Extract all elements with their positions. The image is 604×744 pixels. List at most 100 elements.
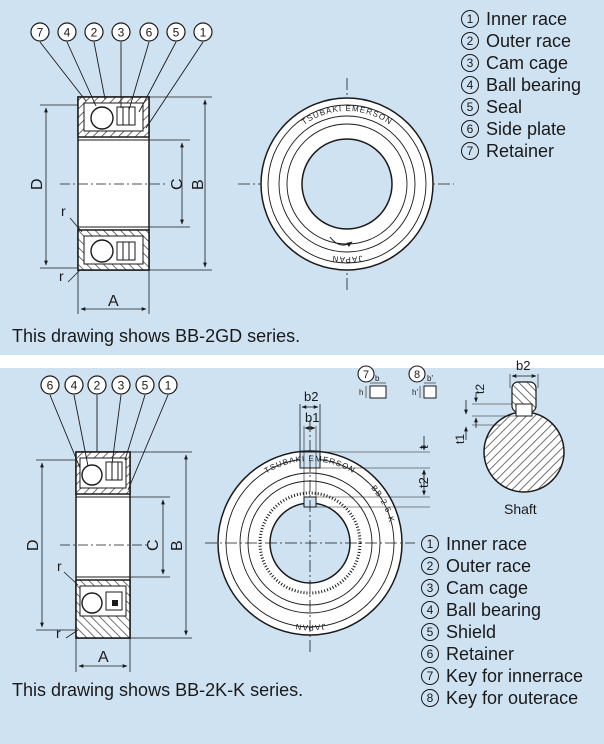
bottom-front-view bbox=[205, 404, 430, 655]
key-inner-b: b bbox=[375, 374, 380, 383]
legend-label: Key for innerrace bbox=[446, 666, 584, 686]
top-dim-c: C bbox=[169, 178, 186, 190]
legend-number: 7 bbox=[461, 142, 479, 160]
legend-item: 8 Key for outerace bbox=[421, 687, 583, 709]
top-callout: 5 bbox=[173, 26, 180, 40]
bottom-callout: 6 bbox=[47, 379, 54, 393]
legend-label: Retainer bbox=[446, 644, 515, 664]
bottom-callouts bbox=[49, 394, 169, 491]
legend-label: Inner race bbox=[486, 9, 568, 29]
bottom-callout: 1 bbox=[165, 379, 172, 393]
top-callout: 4 bbox=[64, 26, 71, 40]
legend-bb-2gd: 1 Inner race 2 Outer race 3 Cam cage 4 Ball … bbox=[461, 8, 581, 162]
legend-item: 7 Key for innerrace bbox=[421, 665, 583, 687]
legend-label: Retainer bbox=[486, 141, 555, 161]
shaft-dim-b2: b2 bbox=[516, 358, 530, 373]
top-ring-origin: JAPAN bbox=[331, 254, 363, 265]
legend-number: 3 bbox=[421, 579, 439, 597]
legend-label: Key for outerace bbox=[446, 688, 579, 708]
legend-item: 5 Shield bbox=[421, 621, 583, 643]
legend-label: Cam cage bbox=[446, 578, 529, 598]
legend-number: 5 bbox=[421, 623, 439, 641]
legend-number: 4 bbox=[421, 601, 439, 619]
top-ball-lower bbox=[90, 239, 114, 263]
top-dim-d: D bbox=[29, 178, 46, 190]
legend-label: Side plate bbox=[486, 119, 567, 139]
bottom-dim-a: A bbox=[98, 649, 109, 666]
legend-number: 1 bbox=[461, 10, 479, 28]
bottom-callout: 2 bbox=[94, 379, 101, 393]
caption-bb-2k-k: This drawing shows BB-2K-K series. bbox=[12, 680, 304, 700]
key-inner-h: h bbox=[359, 388, 363, 397]
key-outer-b: b' bbox=[427, 374, 433, 383]
top-ball-upper bbox=[90, 106, 114, 130]
shaft-dim-t1: t1 bbox=[453, 434, 467, 444]
key-symbols bbox=[357, 365, 437, 399]
legend-label: Ball bearing bbox=[486, 75, 582, 95]
top-dim-b: B bbox=[190, 179, 207, 190]
bottom-dim-r1: r bbox=[57, 558, 62, 574]
shaft-dim-t2: t2 bbox=[473, 384, 487, 394]
legend-label: Inner race bbox=[446, 534, 528, 554]
bottom-dim-d: D bbox=[25, 539, 42, 551]
legend-number: 7 bbox=[421, 667, 439, 685]
legend-item: 5 Seal bbox=[461, 96, 581, 118]
caption-bb-2gd: This drawing shows BB-2GD series. bbox=[12, 326, 301, 346]
top-callout: 7 bbox=[37, 26, 44, 40]
bottom-section-view bbox=[36, 451, 192, 672]
legend-item: 7 Retainer bbox=[461, 140, 581, 162]
legend-item: 3 Cam cage bbox=[461, 52, 581, 74]
legend-label: Cam cage bbox=[486, 53, 569, 73]
top-section-view bbox=[40, 96, 212, 314]
dim-t: t bbox=[416, 445, 431, 449]
shaft-label: Shaft bbox=[504, 501, 537, 517]
legend-label: Shield bbox=[446, 622, 497, 642]
bottom-callout: 3 bbox=[118, 379, 125, 393]
legend-label: Ball bearing bbox=[446, 600, 542, 620]
bottom-callout: 5 bbox=[142, 379, 149, 393]
bottom-ring-origin: JAPAN bbox=[294, 622, 326, 632]
key-outer-num: 8 bbox=[414, 369, 420, 381]
legend-number: 5 bbox=[461, 98, 479, 116]
dim-t2: t2 bbox=[416, 477, 431, 488]
top-callouts bbox=[39, 41, 204, 129]
top-front-view bbox=[238, 78, 454, 292]
legend-item: 2 Outer race bbox=[461, 30, 581, 52]
legend-number: 6 bbox=[461, 120, 479, 138]
legend-label: Seal bbox=[486, 97, 523, 117]
legend-item: 4 Ball bearing bbox=[421, 599, 583, 621]
top-dim-r2: r bbox=[59, 268, 64, 284]
top-dim-r1: r bbox=[61, 203, 66, 219]
legend-label: Outer race bbox=[486, 31, 572, 51]
bottom-dim-r2: r bbox=[56, 625, 61, 641]
legend-number: 2 bbox=[461, 32, 479, 50]
panel-divider bbox=[0, 355, 604, 368]
bottom-dim-b: B bbox=[169, 540, 186, 551]
legend-item: 4 Ball bearing bbox=[461, 74, 581, 96]
bottom-dim-c: C bbox=[145, 539, 162, 551]
top-dim-a: A bbox=[108, 293, 119, 310]
legend-number: 8 bbox=[421, 689, 439, 707]
bottom-callout-labels bbox=[40, 375, 178, 395]
top-callout: 3 bbox=[118, 26, 125, 40]
legend-number: 4 bbox=[461, 76, 479, 94]
legend-number: 6 bbox=[421, 645, 439, 663]
shaft-detail bbox=[464, 374, 565, 493]
legend-label: Outer race bbox=[446, 556, 532, 576]
top-callout: 6 bbox=[146, 26, 153, 40]
legend-item: 1 Inner race bbox=[461, 8, 581, 30]
top-callout: 1 bbox=[200, 26, 207, 40]
dim-b1: b1 bbox=[305, 410, 319, 425]
legend-item: 6 Side plate bbox=[461, 118, 581, 140]
top-callout-labels bbox=[30, 22, 213, 42]
legend-item: 6 Retainer bbox=[421, 643, 583, 665]
top-cam-upper bbox=[116, 106, 136, 126]
key-outer-h: h' bbox=[412, 388, 418, 397]
top-callout: 2 bbox=[91, 26, 98, 40]
legend-number: 3 bbox=[461, 54, 479, 72]
key-inner-num: 7 bbox=[363, 369, 369, 381]
